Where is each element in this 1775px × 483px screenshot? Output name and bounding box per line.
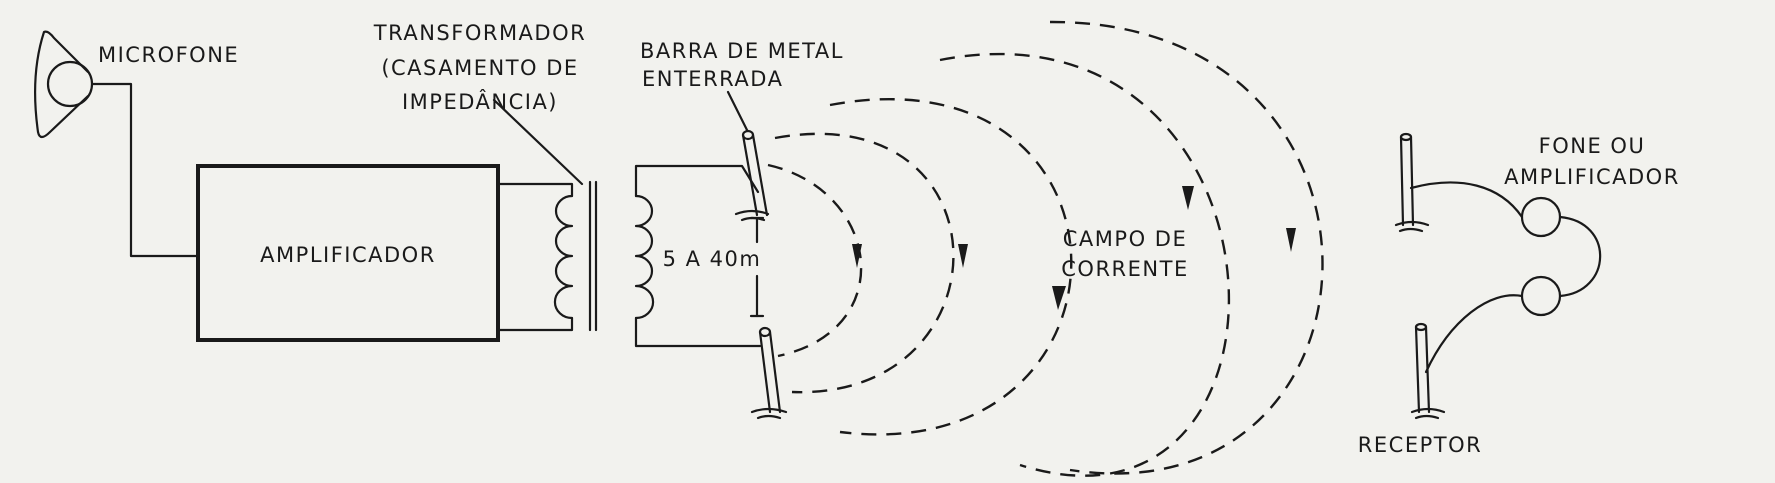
transformador-label-2: (CASAMENTO DE (381, 56, 578, 80)
receiver-lower-rod (1410, 322, 1446, 420)
campo-label-1: CAMPO DE (1063, 227, 1187, 251)
transformer-icon (553, 180, 655, 332)
lower-metal-rod (750, 326, 788, 420)
transformer-pointer (492, 98, 584, 186)
receptor-label: RECEPTOR (1358, 433, 1482, 457)
field-arrow-4 (1182, 186, 1194, 210)
receiver-upper-rod (1394, 132, 1430, 233)
field-line-5 (1049, 20, 1324, 475)
upper-metal-rod (734, 129, 770, 222)
primary-bottom-wire (496, 316, 574, 332)
barra-label-2: ENTERRADA (642, 67, 783, 91)
distance-marker (749, 216, 765, 318)
field-line-1 (767, 163, 863, 358)
receiver-lower-wire (1424, 294, 1524, 374)
field-line-2 (774, 132, 955, 394)
receiver-upper-wire (1409, 181, 1524, 219)
microphone-icon (33, 30, 94, 139)
transformador-label-3: IMPEDÂNCIA) (402, 89, 558, 114)
field-arrow-1 (852, 244, 862, 268)
field-line-3 (829, 98, 1073, 436)
field-line-4 (939, 52, 1231, 477)
field-arrow-2 (958, 244, 968, 268)
transformador-label-1: TRANSFORMADOR (373, 21, 586, 45)
distancia-label: 5 A 40m (663, 247, 762, 271)
barra-label-1: BARRA DE METAL (640, 39, 844, 63)
secondary-bottom-wire (634, 316, 762, 348)
campo-label-2: CORRENTE (1061, 257, 1188, 281)
rod-pointer (726, 90, 749, 132)
field-arrow-5 (1286, 228, 1296, 252)
amplifier-box (196, 164, 500, 342)
mic-wire (90, 82, 200, 258)
amplificador-label: AMPLIFICADOR (260, 243, 436, 267)
fone-label-1: FONE OU (1539, 134, 1646, 158)
secondary-top-wire (634, 164, 760, 198)
field-arrow-3 (1052, 286, 1066, 310)
headphone-icon (1520, 196, 1602, 317)
microfone-label: MICROFONE (98, 43, 239, 67)
primary-top-wire (496, 182, 574, 198)
fone-label-2: AMPLIFICADOR (1504, 165, 1680, 189)
